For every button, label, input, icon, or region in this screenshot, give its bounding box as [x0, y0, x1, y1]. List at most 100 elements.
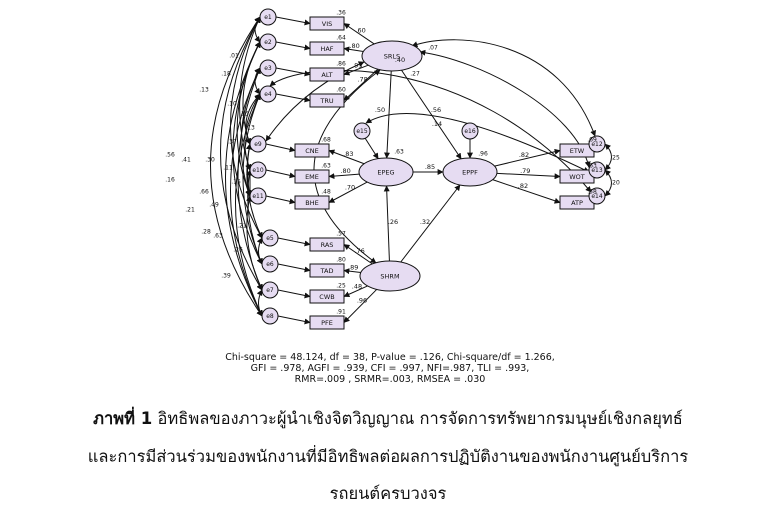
error-label-e4: e4	[264, 91, 272, 98]
loading-label-pfe: .96	[357, 296, 367, 304]
loading-label-cne: .83	[343, 150, 353, 158]
r2-label-alt: .86	[336, 61, 346, 68]
error-label-e12: e12	[591, 141, 603, 148]
error-arrow-e10	[265, 169, 296, 179]
error-label-e2: e2	[264, 39, 272, 46]
r2-label-eme: .63	[321, 163, 331, 170]
loading-label-bhe: .70	[345, 183, 355, 191]
loading-arrow-srls-alt	[343, 64, 369, 76]
correlation-label-15: .16	[165, 177, 175, 184]
figure-caption-line-2: และการมีส่วนร่วมของพนักงานที่มีอิทธิพลต่…	[87, 447, 689, 466]
latent-eppf	[442, 157, 498, 187]
correlation-label-7: .13	[199, 87, 209, 94]
loading-arrow-eppf-etw	[494, 148, 561, 167]
loading-label-haf: .80	[349, 42, 359, 50]
indicator-box-alt	[309, 67, 345, 82]
path-srls-eppf	[401, 69, 462, 160]
correlation-label-22: .28	[201, 229, 211, 236]
path-label-014: .14	[432, 120, 442, 128]
r2-label-epeg: .63	[394, 149, 404, 156]
r2-label-bhe: .48	[321, 189, 331, 196]
error-label-e7: e7	[266, 287, 274, 294]
correlation-label-1: .07	[428, 45, 438, 52]
latent-label-eppf: EPPF	[462, 169, 478, 177]
latent-label-epeg: EPEG	[377, 169, 394, 177]
latent-label-srls: SRLS	[384, 53, 400, 61]
path-arrows	[265, 16, 595, 325]
indicator-label-tad: TAD	[320, 267, 334, 275]
correlation-label-24: .13	[245, 125, 255, 132]
error-circle-e12	[588, 135, 606, 153]
covariance-curve-16	[245, 195, 263, 291]
path-srls-epeg	[384, 70, 392, 159]
correlation-label-11: .30	[205, 157, 215, 164]
error-label-e5: e5	[266, 235, 274, 242]
error-circle-e7	[261, 281, 279, 299]
error-arrow-e15	[364, 137, 379, 160]
loading-label-wot: .79	[520, 167, 530, 175]
error-label-e10: e10	[252, 167, 264, 174]
error-circle-e11	[249, 187, 267, 205]
indicator-box-cwb	[309, 289, 345, 304]
loading-arrow-shrm-pfe	[343, 289, 378, 323]
error-arrow-e3	[275, 67, 311, 77]
error-circle-e9	[249, 135, 267, 153]
path-srls-eppf-label: .56	[431, 106, 441, 114]
path-shrm-epeg-label: .26	[388, 218, 398, 226]
indicator-box-pfe	[309, 315, 345, 330]
loading-arrow-srls-haf	[343, 46, 364, 53]
error-circle-e1	[259, 8, 277, 26]
error-arrow-e8	[277, 315, 311, 325]
covariance-curve-21	[256, 237, 263, 265]
loading-label-tru: .78	[357, 75, 367, 83]
error-arrow-e6	[277, 263, 311, 273]
covariance-curve-24	[244, 93, 261, 171]
indicator-label-bhe: BHE	[305, 199, 318, 207]
loading-label-alt: .93	[352, 61, 362, 69]
correlation-label-20: .26	[233, 247, 243, 254]
error-label-e3: e3	[264, 65, 272, 72]
covariance-curve-e12-e13	[604, 143, 612, 171]
correlation-label-13: .15	[231, 179, 241, 186]
covariance-curve-22	[256, 289, 263, 317]
indicator-box-ras	[309, 237, 345, 252]
loading-label-eme: .80	[340, 167, 350, 175]
correlation-label-6: .18	[221, 71, 231, 78]
error-circle-e8	[261, 307, 279, 325]
error-label-e9: e9	[254, 141, 262, 148]
covariance-curve-1	[210, 16, 263, 317]
loading-arrow-eppf-atp	[492, 179, 561, 204]
correlation-label-2: .27	[410, 71, 420, 78]
figure-caption-line-3: รถยนต์ครบวงจร	[329, 484, 447, 503]
indicator-box-cne	[294, 143, 330, 158]
latent-shrm	[359, 260, 421, 292]
error-arrow-e7	[277, 289, 311, 299]
error-label-e14: e14	[591, 193, 603, 200]
indicator-label-wot: WOT	[569, 173, 585, 181]
error-label-e11: e11	[252, 193, 264, 200]
error-arrow-e5	[277, 237, 311, 247]
correlation-label-5: .01	[229, 53, 239, 60]
covariance-curve-e13-e14	[604, 169, 612, 197]
loading-arrow-srls-tru	[343, 68, 379, 101]
correlation-label-17: .49	[209, 202, 219, 209]
loading-arrow-shrm-cwb	[343, 285, 368, 298]
correlation-label-4: .20	[610, 180, 620, 187]
r2-label-vis: .36	[336, 10, 346, 17]
loading-label-atp: .82	[518, 182, 528, 190]
error-circle-e13	[588, 161, 606, 179]
indicator-label-eme: EME	[305, 173, 319, 181]
error-circle-e5	[261, 229, 279, 247]
path-shrm-eppf	[400, 184, 461, 263]
error-circle-e14	[588, 187, 606, 205]
error-arrow-e11	[265, 195, 296, 205]
error-circle-e4	[259, 85, 277, 103]
correlation-label-21: .21	[185, 207, 195, 214]
loading-label-etw: .82	[519, 151, 529, 159]
indicator-box-tad	[309, 263, 345, 278]
correlation-label-3: .25	[610, 155, 620, 162]
r2-label-cwb: .25	[336, 283, 346, 290]
indicator-label-alt: ALT	[321, 71, 332, 79]
error-label-e6: e6	[266, 261, 274, 268]
